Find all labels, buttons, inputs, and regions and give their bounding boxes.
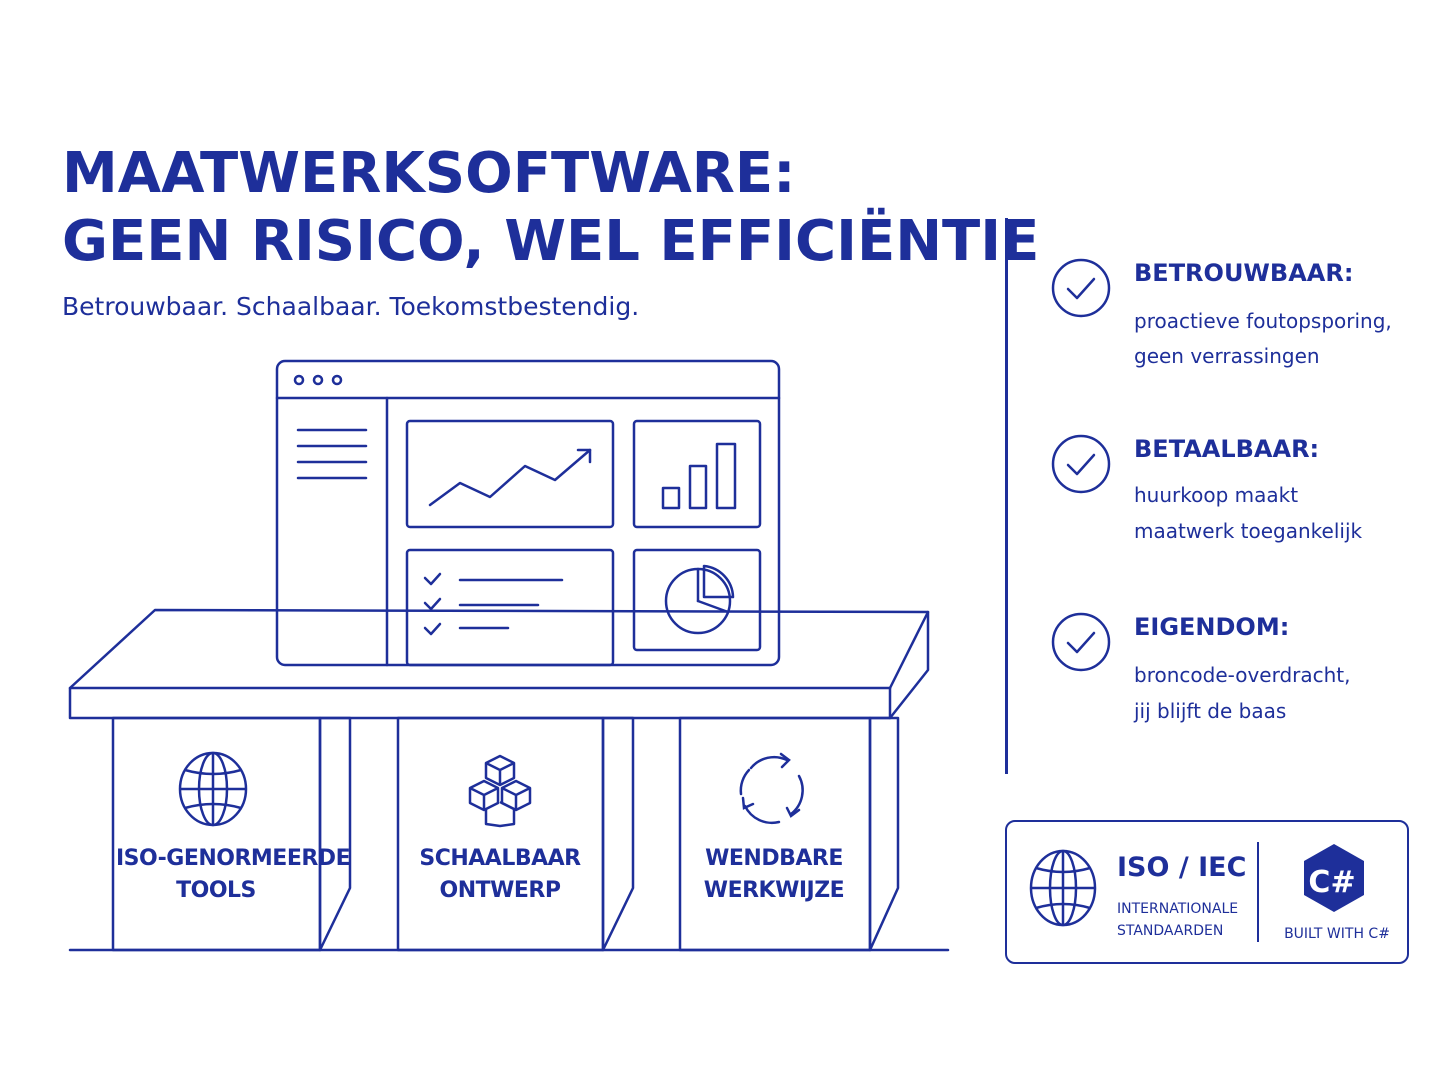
benefit-text: maatwerk toegankelijk xyxy=(1134,519,1363,543)
globe-icon xyxy=(1029,849,1097,927)
column-divider xyxy=(1005,218,1008,774)
pillar-label-line: WENDBARE xyxy=(705,846,843,871)
iso-subtitle: INTERNATIONALE STANDAARDEN xyxy=(1117,898,1238,942)
check-circle-icon xyxy=(1051,434,1111,494)
pillar-label-agile-workflow: WENDBARE WERKWIJZE xyxy=(674,843,874,907)
benefit-text: broncode-overdracht, xyxy=(1134,663,1351,687)
bar-chart-panel xyxy=(632,419,762,529)
csharp-glyph: C# xyxy=(1308,865,1355,900)
csharp-logo-icon: C# xyxy=(1304,844,1364,912)
benefit-ownership: EIGENDOM: broncode-overdracht, jij blijf… xyxy=(1050,611,1440,731)
check-circle-icon xyxy=(1051,612,1111,672)
iso-subtitle-line: STANDAARDEN xyxy=(1117,923,1224,939)
monitor xyxy=(275,359,781,667)
check-circle-icon xyxy=(1051,258,1111,318)
line-chart-panel xyxy=(405,419,615,529)
badge-divider xyxy=(1257,842,1259,942)
benefit-text: jij blijft de baas xyxy=(1134,699,1287,723)
globe-icon xyxy=(178,751,248,827)
checklist-panel xyxy=(405,548,615,667)
pillar-label-scalable-design: SCHAALBAAR ONTWERP xyxy=(400,843,600,907)
pie-chart-panel xyxy=(632,548,762,652)
standards-badge: ISO / IEC INTERNATIONALE STANDAARDEN C# … xyxy=(1005,820,1409,964)
benefit-text: proactieve foutopsporing, xyxy=(1134,309,1392,333)
pillar-label-line: ISO-GENORMEERDE xyxy=(116,846,351,871)
iso-label: ISO / IEC xyxy=(1117,852,1247,883)
pillar-label-line: ONTWERP xyxy=(439,878,561,903)
benefit-title: EIGENDOM: xyxy=(1134,613,1290,641)
pillar-label-line: WERKWIJZE xyxy=(703,878,845,903)
pillar-label-iso-tools: ISO-GENORMEERDE TOOLS xyxy=(116,843,351,907)
benefit-text: geen verrassingen xyxy=(1134,344,1320,368)
benefit-title: BETAALBAAR: xyxy=(1134,435,1320,463)
benefit-title: BETROUWBAAR: xyxy=(1134,259,1354,287)
title-line-2: GEEN RISICO, WEL EFFICIËNTIE xyxy=(62,209,1040,274)
cycle-arrows-icon xyxy=(739,752,804,825)
pillar-blocks xyxy=(68,716,950,952)
pillar-label-line: SCHAALBAAR xyxy=(419,846,581,871)
benefit-text: huurkoop maakt xyxy=(1134,483,1299,507)
benefit-reliable: BETROUWBAAR: proactieve foutopsporing, g… xyxy=(1050,257,1440,377)
built-with-label: BUILT WITH C# xyxy=(1284,926,1390,942)
cubes-icon xyxy=(468,754,532,828)
page-subtitle: Betrouwbaar. Schaalbaar. Toekomstbestend… xyxy=(62,292,640,321)
page-title: MAATWERKSOFTWARE: GEEN RISICO, WEL EFFIC… xyxy=(62,140,1039,276)
title-line-1: MAATWERKSOFTWARE: xyxy=(62,141,796,206)
benefit-affordable: BETAALBAAR: huurkoop maakt maatwerk toeg… xyxy=(1050,433,1440,553)
iso-subtitle-line: INTERNATIONALE xyxy=(1117,901,1239,917)
pillar-label-line: TOOLS xyxy=(176,878,256,903)
